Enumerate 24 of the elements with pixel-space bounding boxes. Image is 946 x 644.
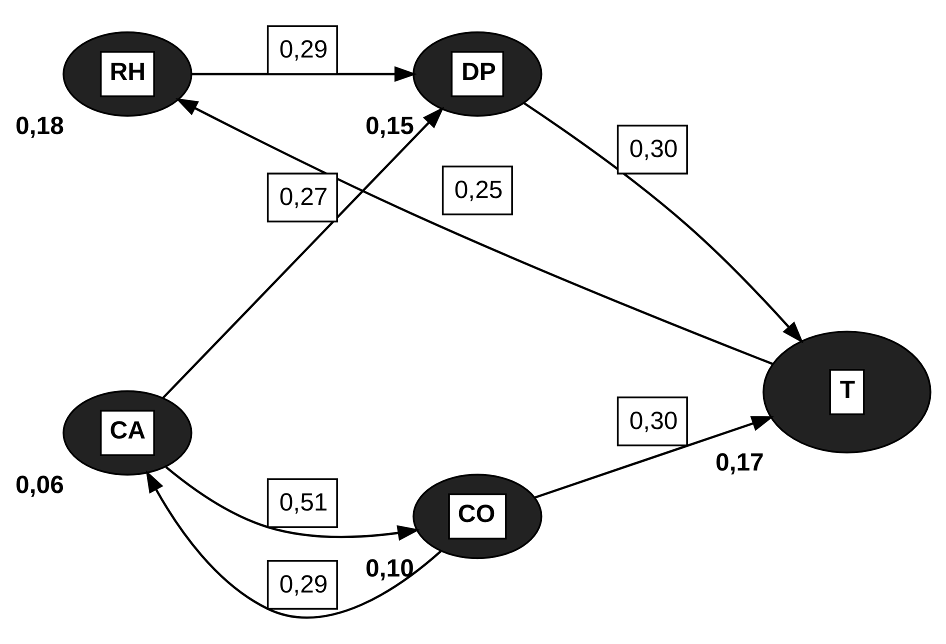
arrow bbox=[146, 470, 442, 618]
arrow bbox=[192, 66, 417, 82]
edge-label: 0,29 bbox=[279, 36, 328, 64]
node-ellipse: RH bbox=[62, 31, 192, 117]
edge-label: 0,51 bbox=[279, 488, 328, 517]
edge-label: 0,29 bbox=[279, 570, 328, 598]
node-label: 0,06 bbox=[16, 470, 64, 499]
node-label: 0,17 bbox=[716, 448, 764, 477]
arrow bbox=[523, 102, 804, 344]
edge-label: 0,27 bbox=[279, 183, 328, 212]
edge-label: 0,30 bbox=[629, 135, 678, 164]
node-ellipse: CA bbox=[62, 390, 192, 476]
edge-label: 0,30 bbox=[629, 406, 678, 435]
arrow bbox=[165, 466, 420, 541]
node-label: 0,15 bbox=[366, 112, 414, 140]
node-ellipse: DP bbox=[412, 31, 542, 117]
node-ellipse: CO bbox=[412, 474, 542, 560]
arrow bbox=[534, 416, 774, 499]
arrow bbox=[162, 106, 444, 399]
node-label: 0,10 bbox=[366, 554, 414, 582]
arrow bbox=[175, 98, 774, 366]
node-ellipse: T bbox=[762, 330, 932, 454]
node-label: 0,18 bbox=[16, 112, 64, 140]
edge-label: 0,25 bbox=[454, 176, 503, 204]
